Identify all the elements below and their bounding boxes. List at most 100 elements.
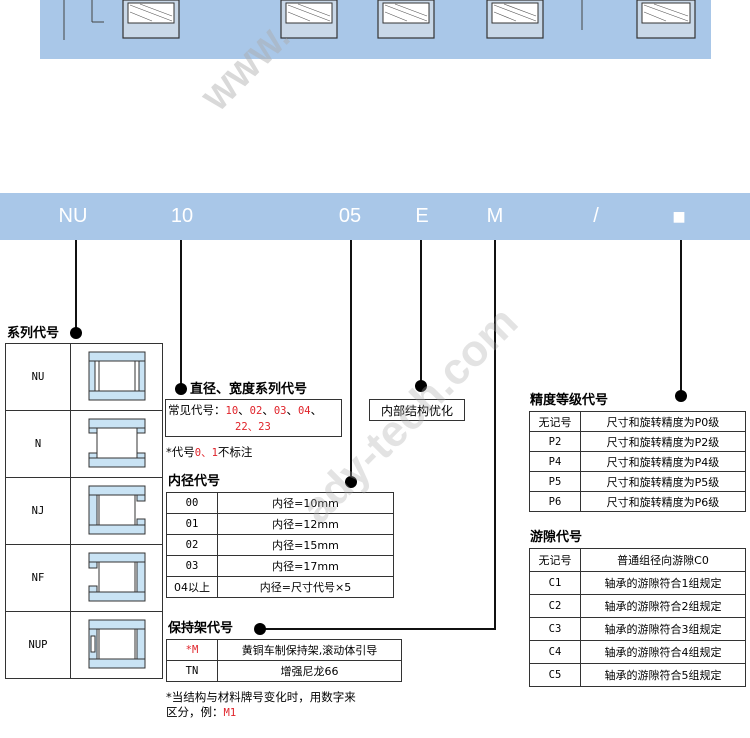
clearance-code-cell: C1 (529, 571, 581, 595)
precision-desc-cell: 尺寸和旋转精度为P6级 (580, 491, 746, 512)
clearance-desc-cell: 轴承的游隙符合3组规定 (580, 617, 746, 641)
common-codes-prefix: 常见代号： (168, 403, 226, 417)
connector-internal (420, 240, 422, 386)
cage-note: *当结构与材料牌号变化时，用数字来 区分，例：M1 (166, 690, 356, 721)
table-row: NF (5, 544, 163, 612)
precision-desc-cell: 尺寸和旋转精度为P2级 (580, 431, 746, 452)
clearance-desc-cell: 轴承的游隙符合4组规定 (580, 640, 746, 664)
table-row: NUP (5, 611, 163, 679)
bore-code-cell: 04以上 (166, 576, 218, 598)
clearance-desc-cell: 轴承的游隙符合2组规定 (580, 594, 746, 618)
code-03: 03 (273, 405, 287, 417)
table-row: 无记号普通组径向游隙C0 (529, 548, 746, 572)
series-code-cell: NUP (5, 611, 71, 679)
code-separator: 、 (286, 403, 298, 417)
bore-code-cell: 03 (166, 555, 218, 577)
precision-desc-cell: 尺寸和旋转精度为P5级 (580, 471, 746, 492)
bearing-nup-icon (88, 619, 145, 668)
precision-code-cell: P4 (529, 451, 581, 472)
connector-cage (494, 240, 496, 630)
series-image-cell (70, 477, 163, 545)
bearing-n-icon (88, 418, 145, 467)
bore-desc-cell: 内径=17mm (217, 555, 394, 577)
cage-note-prefix: 区分，例： (166, 705, 224, 719)
connector-dot-precision (675, 390, 687, 402)
series-code-title: 系列代号 (7, 326, 60, 341)
cage-desc-cell: 增强尼龙66 (217, 660, 402, 682)
bore-desc-cell: 内径=10mm (217, 492, 394, 514)
bearing-section-1-icon (63, 0, 180, 40)
bearing-section-3-icon (377, 0, 435, 39)
code-separator: 、 (238, 403, 250, 417)
clearance-desc-cell: 轴承的游隙符合1组规定 (580, 571, 746, 595)
connector-bore (350, 240, 352, 482)
series-code-cell: NF (5, 544, 71, 612)
series-image-cell (70, 343, 163, 411)
series-image-cell (70, 611, 163, 679)
series-code-table: NU N NJ (5, 343, 163, 679)
diameter-width-line1: 常见代号：10、02、03、04、 (168, 402, 339, 419)
diameter-width-line2: 22、23 (235, 421, 271, 433)
code-seg-bore: 05 (338, 205, 362, 227)
note-suffix: 不标注 (217, 445, 253, 459)
table-row: 无记号尺寸和旋转精度为P0级 (529, 411, 746, 432)
bore-code-title: 内径代号 (168, 474, 221, 489)
cage-code-cell: *M (166, 639, 218, 661)
bore-desc-cell: 内径=15mm (217, 534, 394, 556)
clearance-code-title: 游隙代号 (530, 530, 583, 545)
code-seg-slash: / (593, 205, 599, 227)
series-code-cell: N (5, 410, 71, 478)
internal-structure-box: 内部结构优化 (369, 399, 465, 421)
connector-dot-internal (415, 380, 427, 392)
connector-dot-cage (254, 623, 266, 635)
code-seg-internal: E (415, 205, 429, 227)
cage-code-cell: TN (166, 660, 218, 682)
precision-code-cell: 无记号 (529, 411, 581, 432)
series-code-cell: NJ (5, 477, 71, 545)
cage-note-example: M1 (223, 707, 237, 719)
connector-dot-series (70, 327, 82, 339)
connector-precision (680, 240, 682, 395)
code-bar: NU 10 05 E M / ■ (0, 193, 750, 240)
clearance-desc-cell: 普通组径向游隙C0 (580, 548, 746, 572)
cage-note-line1: *当结构与材料牌号变化时，用数字来 (166, 690, 356, 704)
clearance-code-cell: C3 (529, 617, 581, 641)
cage-note-line2: 区分，例：M1 (166, 705, 356, 721)
bore-code-cell: 00 (166, 492, 218, 514)
cage-code-title: 保持架代号 (168, 621, 234, 636)
bearing-nf-icon (88, 552, 145, 601)
clearance-code-cell: C4 (529, 640, 581, 664)
series-image-cell (70, 410, 163, 478)
series-image-cell (70, 544, 163, 612)
precision-code-cell: P5 (529, 471, 581, 492)
table-row: NJ (5, 477, 163, 545)
connector-dot-bore (345, 476, 357, 488)
note-prefix: *代号 (166, 445, 195, 459)
bearing-sections-panel (40, 0, 711, 59)
code-02: 02 (249, 405, 263, 417)
connector-diameter (180, 240, 182, 388)
bore-desc-cell: 内径=尺寸代号×5 (217, 576, 394, 598)
series-code-cell: NU (5, 343, 71, 411)
code-10: 10 (225, 405, 239, 417)
note-codes: 0、1 (194, 447, 218, 459)
code-04: 04 (297, 405, 311, 417)
code-separator: 、 (310, 403, 323, 417)
cage-desc-cell: 黄铜车制保持架,滚动体引导 (217, 639, 402, 661)
clearance-code-cell: C2 (529, 594, 581, 618)
bearing-nj-icon (88, 485, 145, 534)
code-seg-cage: M (486, 205, 504, 227)
bearing-section-4-icon (486, 0, 583, 39)
diameter-width-note: *代号0、1不标注 (166, 445, 252, 461)
